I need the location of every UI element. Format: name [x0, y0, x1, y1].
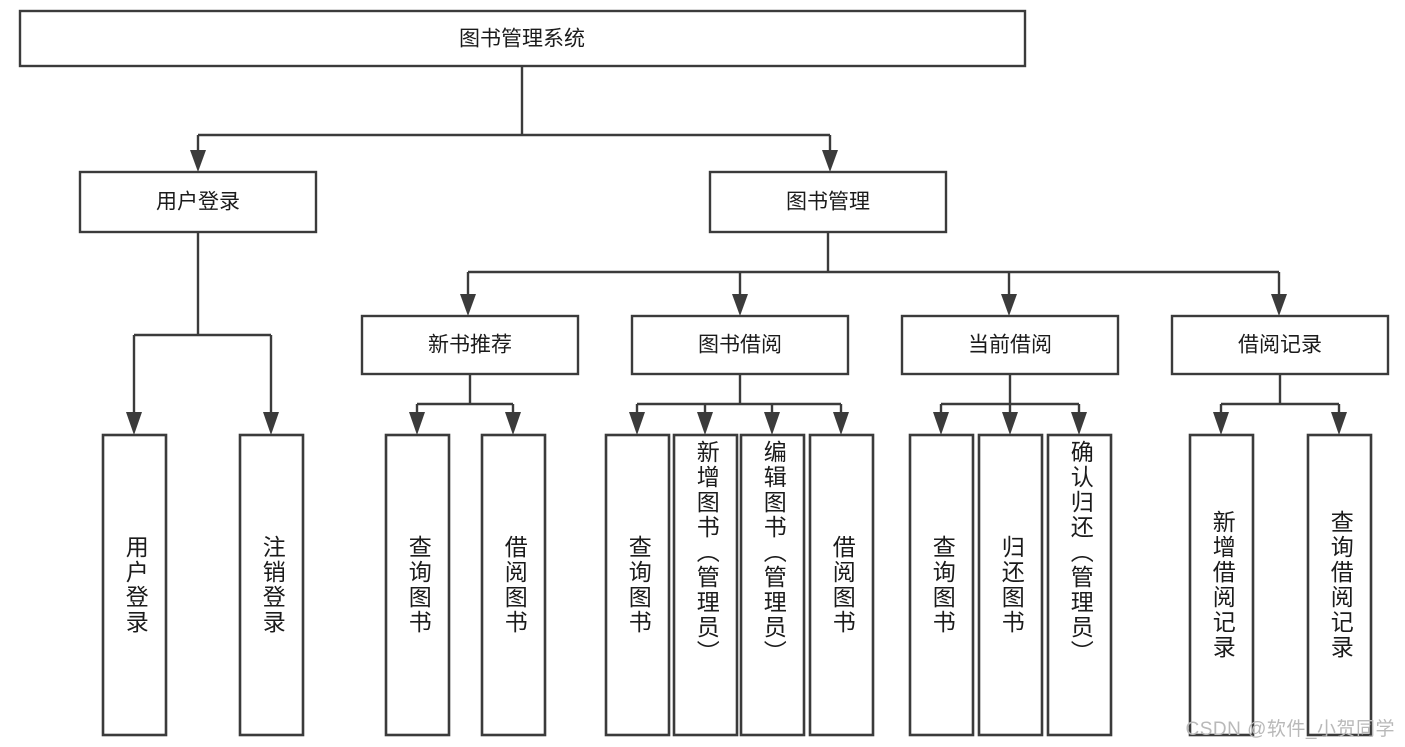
node-book-manage-label: 图书管理: [786, 191, 870, 214]
arrow-to-borrow-record: [1271, 294, 1287, 316]
arrow-to-leaf-add-record: [1213, 412, 1229, 435]
arrow-to-leaf-logout: [263, 412, 279, 435]
arrow-to-leaf-return-book: [1002, 412, 1018, 435]
node-book-borrow-label: 图书借阅: [698, 334, 782, 357]
node-new-book-recommend-label: 新书推荐: [428, 334, 512, 357]
arrow-to-leaf-add-book: [697, 412, 713, 435]
node-current-borrow[interactable]: 当前借阅: [900, 314, 1120, 376]
arrow-to-book-manage: [822, 150, 838, 172]
node-new-book-recommend[interactable]: 新书推荐: [360, 314, 580, 376]
node-current-borrow-box: [900, 314, 1120, 376]
leaf-box-add-book[interactable]: [672, 433, 739, 737]
node-root[interactable]: 图书管理系统: [18, 9, 1027, 68]
leaf-box-return-book[interactable]: [977, 433, 1044, 737]
node-borrow-record-label: 借阅记录: [1238, 334, 1322, 357]
arrow-to-leaf-query-book-3: [933, 412, 949, 435]
node-user-login[interactable]: 用户登录: [78, 170, 318, 234]
arrow-to-leaf-confirm-return: [1071, 412, 1087, 435]
node-new-book-recommend-box: [360, 314, 580, 376]
arrow-to-leaf-query-record: [1331, 412, 1347, 435]
node-book-borrow[interactable]: 图书借阅: [630, 314, 850, 376]
connector-book-borrow-to-leaves: [629, 374, 849, 435]
leaf-box-query-book-2[interactable]: [604, 433, 671, 737]
arrow-to-user-login: [190, 150, 206, 172]
connector-user-login-to-leaves: [126, 232, 279, 435]
arrow-to-leaf-borrow-book-1: [505, 412, 521, 435]
leaf-box-borrow-book-1[interactable]: [480, 433, 547, 737]
connector-book-manage-to-level3: [460, 232, 1287, 316]
watermark: CSDN @软件_小贺同学: [1185, 719, 1395, 740]
leaf-box-query-record[interactable]: [1306, 433, 1373, 737]
node-root-box: [18, 9, 1027, 68]
connector-new-book-recommend-to-leaves: [409, 374, 521, 435]
leaf-box-add-record[interactable]: [1188, 433, 1255, 737]
arrow-to-book-borrow: [732, 294, 748, 316]
node-user-login-label: 用户登录: [156, 191, 240, 214]
leaf-box-edit-book[interactable]: [739, 433, 806, 737]
leaf-box-user-login[interactable]: [101, 433, 168, 737]
node-borrow-record[interactable]: 借阅记录: [1170, 314, 1390, 376]
arrow-to-new-book-recommend: [460, 294, 476, 316]
leaf-box-query-book-3[interactable]: [908, 433, 975, 737]
connector-root-to-level2: [190, 66, 838, 172]
node-current-borrow-label: 当前借阅: [968, 334, 1052, 357]
leaf-box-borrow-book-2[interactable]: [808, 433, 875, 737]
node-book-manage[interactable]: 图书管理: [708, 170, 948, 234]
arrow-to-current-borrow: [1001, 294, 1017, 316]
leaf-box-logout[interactable]: [238, 433, 305, 737]
arrow-to-leaf-query-book-2: [629, 412, 645, 435]
connector-current-borrow-to-leaves: [933, 374, 1087, 435]
arrow-to-leaf-user-login: [126, 412, 142, 435]
node-root-label: 图书管理系统: [459, 28, 585, 51]
leaf-box-confirm-return[interactable]: [1046, 433, 1113, 737]
node-user-login-box: [78, 170, 318, 234]
arrow-to-leaf-edit-book: [764, 412, 780, 435]
connector-borrow-record-to-leaves: [1213, 374, 1347, 435]
arrow-to-leaf-borrow-book-2: [833, 412, 849, 435]
leaf-box-query-book-1[interactable]: [384, 433, 451, 737]
arrow-to-leaf-query-book-1: [409, 412, 425, 435]
